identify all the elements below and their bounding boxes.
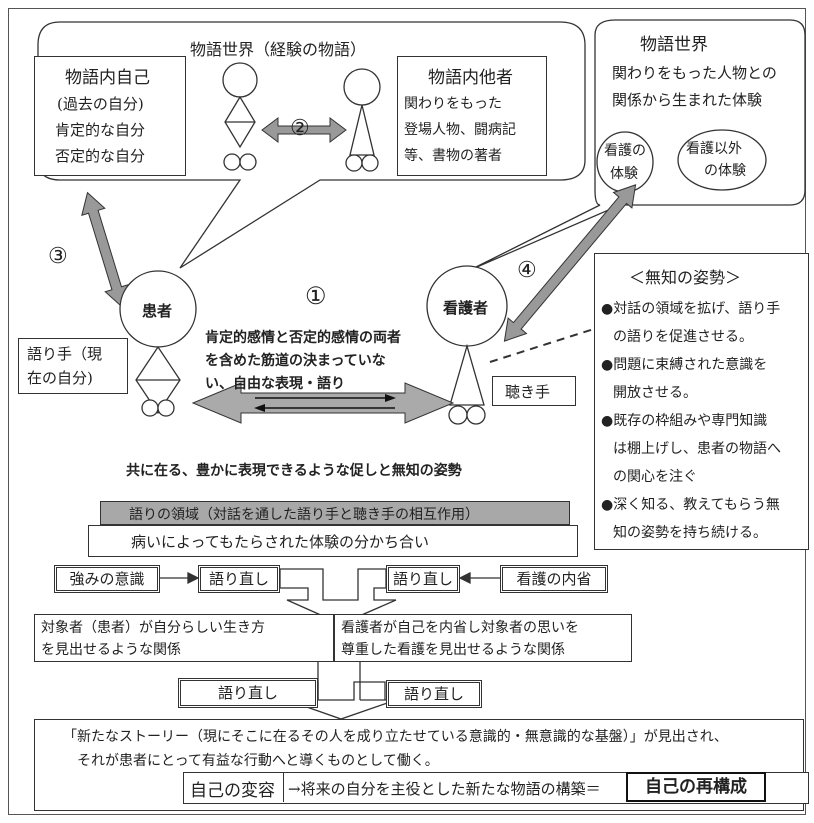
retell-box: 語り直し	[386, 565, 460, 593]
patient-figure	[119, 270, 197, 417]
nurse-label: 看護者	[443, 299, 489, 317]
not-knowing-line: 知の姿勢を持ち続ける。	[613, 525, 767, 541]
label-2: ②	[290, 116, 310, 141]
free-expression-text: い、自由な表現・語り	[205, 376, 345, 392]
relation-left-line: 対象者（患者）が自分らしい生き方	[41, 620, 265, 636]
other-in-story-title: 物語内他者	[428, 68, 513, 88]
retell-box: 語り直し	[198, 565, 280, 593]
label-3: ③	[48, 244, 68, 269]
not-knowing-line: ●問題に束縛された意識を	[601, 357, 768, 373]
self-reconstruction-label: 自己の再構成	[626, 772, 766, 802]
not-knowing-line: ●対話の領域を拡げ、語り手	[601, 301, 781, 317]
not-knowing-line: の語りを促進させる。	[613, 329, 753, 345]
nursing-reflection-box: 看護の内省	[500, 565, 608, 593]
sharing-box: 病いによってもたらされた体験の分かち合い	[88, 525, 578, 557]
self-in-story-line: 肯定的な自分	[55, 121, 146, 139]
ignorance-link	[489, 327, 598, 363]
label-4: ④	[517, 258, 537, 283]
not-knowing-line: は棚上げし、患者の物語へ	[613, 441, 781, 457]
other-in-story-line: 等、書物の著者	[404, 148, 502, 164]
label-1: ①	[305, 282, 327, 310]
narrator-box: 語り手（現 在の自分)	[18, 338, 128, 394]
self-change-label: 自己の変容	[190, 781, 275, 801]
coexist-text: 共に在る、豊かに表現できるような促しと無知の姿勢	[126, 463, 462, 479]
nursing-experience-label: 体験	[610, 166, 638, 182]
arrow-2	[261, 117, 347, 143]
listener-label: 聴き手	[505, 383, 551, 401]
right-world-line: 関わりをもった人物との	[612, 64, 777, 82]
self-in-story-line: (過去の自分)	[57, 95, 144, 113]
narrative-domain-header: 語りの領域（対話を通した語り手と聴き手の相互作用）	[100, 501, 570, 525]
other-experience-label: の体験	[704, 163, 746, 179]
relation-left-box: 対象者（患者）が自分らしい生き方 を見出せるような関係	[34, 614, 334, 662]
new-story-box: 「新たなストーリー（現にそこに在るその人を成り立たせている意識的・無意識的な基盤…	[34, 719, 809, 811]
not-knowing-line: 開放させる。	[613, 385, 697, 401]
sharing-label: 病いによってもたらされた体験の分かち合い	[131, 533, 430, 551]
new-narrative-text: →将来の自分を主役とした新たな物語の構築＝	[288, 780, 601, 798]
other-experience-label: 看護以外	[686, 141, 742, 157]
right-world-line: 関係から生まれた体験	[612, 91, 763, 109]
right-world-title: 物語世界	[640, 35, 708, 55]
other-in-story-line: 関わりをもった	[404, 96, 502, 112]
free-expression-text: を含めた筋道の決まっていな	[205, 353, 386, 369]
narrator-line: 語り手（現	[27, 345, 103, 363]
nursing-experience-label: 看護の	[604, 143, 646, 159]
other-figure	[343, 68, 381, 172]
relation-right-line: 尊重した看護を見出せるような関係	[341, 642, 565, 658]
retell-box: 語り直し	[386, 680, 482, 708]
arrow-4	[503, 184, 637, 342]
not-knowing-title: ＜無知の姿勢＞	[629, 268, 742, 287]
other-in-story-line: 登場人物、闘病記	[404, 122, 516, 138]
relation-right-line: 看護者が自己を内省し対象者の思いを	[341, 620, 579, 636]
past-self-figure	[222, 62, 258, 171]
retell-arrows	[160, 571, 500, 585]
nurse-figure	[426, 265, 508, 425]
self-in-story-box: 物語内自己 (過去の自分) 肯定的な自分 否定的な自分	[34, 56, 186, 176]
new-story-line: 「新たなストーリー（現にそこに在るその人を成り立たせている意識的・無意識的な基盤…	[63, 729, 728, 745]
self-change-cell: 自己の変容	[184, 773, 284, 802]
narrator-line: 在の自分)	[27, 369, 93, 387]
other-experience-oval	[677, 129, 767, 191]
relation-right-box: 看護者が自己を内省し対象者の思いを 尊重した看護を見出せるような関係	[334, 614, 632, 662]
left-world-title: 物語世界（経験の物語）	[190, 40, 367, 59]
dialogue-arrow	[191, 382, 455, 424]
self-in-story-title: 物語内自己	[65, 68, 150, 88]
not-knowing-line: ●深く知る、教えてもらう無	[601, 497, 780, 513]
listener-box: 聴き手	[492, 376, 576, 406]
self-reconstruction-row: 自己の変容 →将来の自分を主役とした新たな物語の構築＝ 自己の再構成	[183, 772, 809, 804]
not-knowing-line: ●既存の枠組みや専門知識	[601, 413, 768, 429]
not-knowing-box: ＜無知の姿勢＞ ●対話の領域を拡げ、語り手 の語りを促進させる。 ●問題に束縛さ…	[594, 253, 809, 550]
not-knowing-line: の関心を注ぐ	[613, 469, 697, 485]
patient-label: 患者	[142, 302, 173, 320]
retell-box: 語り直し	[178, 678, 318, 708]
relation-left-line: を見出せるような関係	[41, 642, 181, 658]
strength-awareness-box: 強みの意識	[54, 565, 160, 593]
narrative-domain-label: 語りの領域（対話を通した語り手と聴き手の相互作用）	[129, 507, 479, 523]
other-in-story-box: 物語内他者 関わりをもった 登場人物、闘病記 等、書物の著者	[397, 56, 547, 176]
funnel-arrow-1	[279, 568, 397, 625]
free-expression-text: 肯定的感情と否定的感情の両者	[205, 330, 401, 346]
self-in-story-line: 否定的な自分	[55, 147, 146, 165]
new-story-line: それが患者にとって有益な行動へと導くものとして働く。	[77, 753, 439, 769]
